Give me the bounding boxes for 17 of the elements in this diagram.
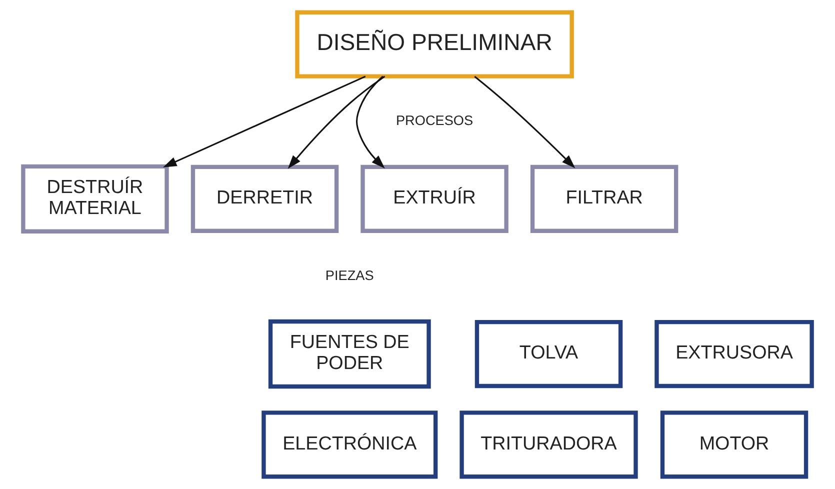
- arrow: [163, 76, 366, 168]
- node-box: FUENTES DE PODER: [268, 319, 431, 389]
- node-box: DESTRUÍR MATERIAL: [21, 164, 169, 234]
- arrow: [356, 76, 385, 168]
- node-box: FILTRAR: [530, 164, 678, 233]
- arrow: [474, 76, 576, 168]
- label: PIEZAS: [325, 268, 374, 284]
- node-box: DISEÑO PRELIMINAR: [295, 10, 574, 78]
- node-box: EXTRUÍR: [360, 164, 508, 233]
- node-box: MOTOR: [660, 410, 808, 479]
- node-box: TRITURADORA: [460, 410, 638, 479]
- node-box: TOLVA: [474, 320, 623, 388]
- label: PROCESOS: [396, 112, 474, 128]
- arrow: [288, 76, 386, 169]
- node-box: ELECTRÓNICA: [262, 410, 438, 479]
- node-box: DERRETIR: [190, 164, 339, 233]
- node-box: EXTRUSORA: [654, 320, 814, 388]
